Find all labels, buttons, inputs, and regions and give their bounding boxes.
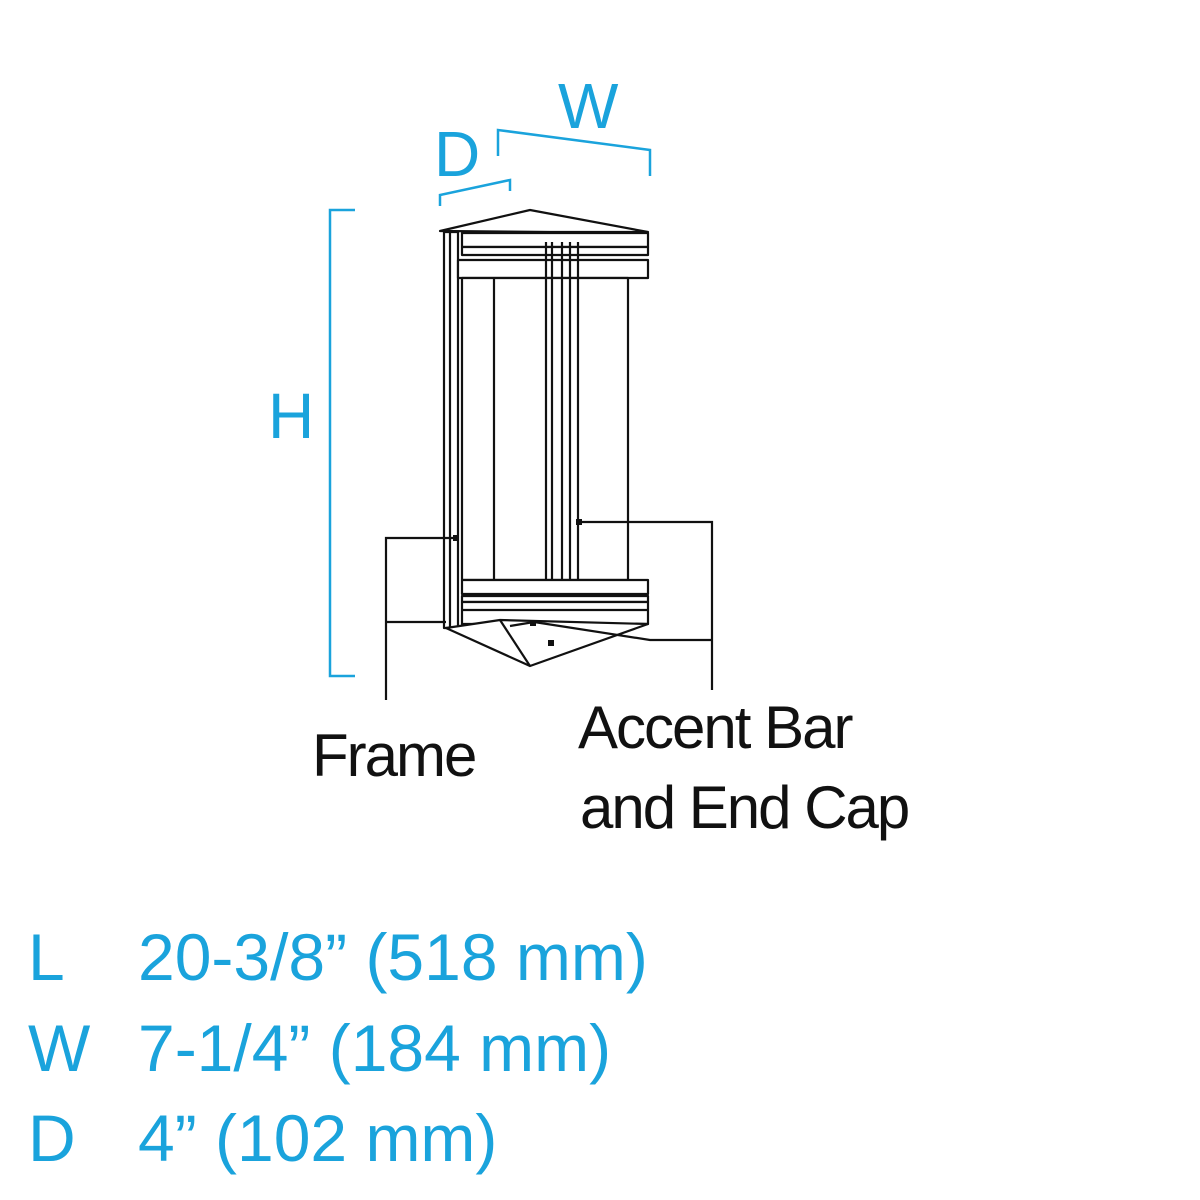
depth-label: D [434,118,480,190]
spec-row-length: L 20-3/8” (518 mm) [28,912,648,1002]
accent-leader [533,520,714,690]
callout-markers [453,519,582,646]
height-dimension [328,208,355,678]
spec-key: L [28,920,65,994]
spec-key: W [28,1011,91,1085]
spec-key: D [28,1101,76,1175]
width-dimension [496,128,652,176]
spec-row-depth: D 4” (102 mm) [28,1093,497,1183]
frame-callout: Frame [312,722,475,789]
frame-leader [384,536,456,700]
accent-callout-line1: Accent Bar [578,694,852,761]
fixture-drawing [438,208,650,668]
spec-row-width: W 7-1/4” (184 mm) [28,1003,611,1093]
spec-value: 20-3/8” (518 mm) [138,920,648,994]
width-label: W [558,70,619,142]
accent-callout-line2: and End Cap [580,774,908,841]
spec-value: 7-1/4” (184 mm) [138,1011,612,1085]
height-label: H [268,380,314,452]
spec-value: 4” (102 mm) [138,1101,498,1175]
depth-dimension [438,178,512,206]
